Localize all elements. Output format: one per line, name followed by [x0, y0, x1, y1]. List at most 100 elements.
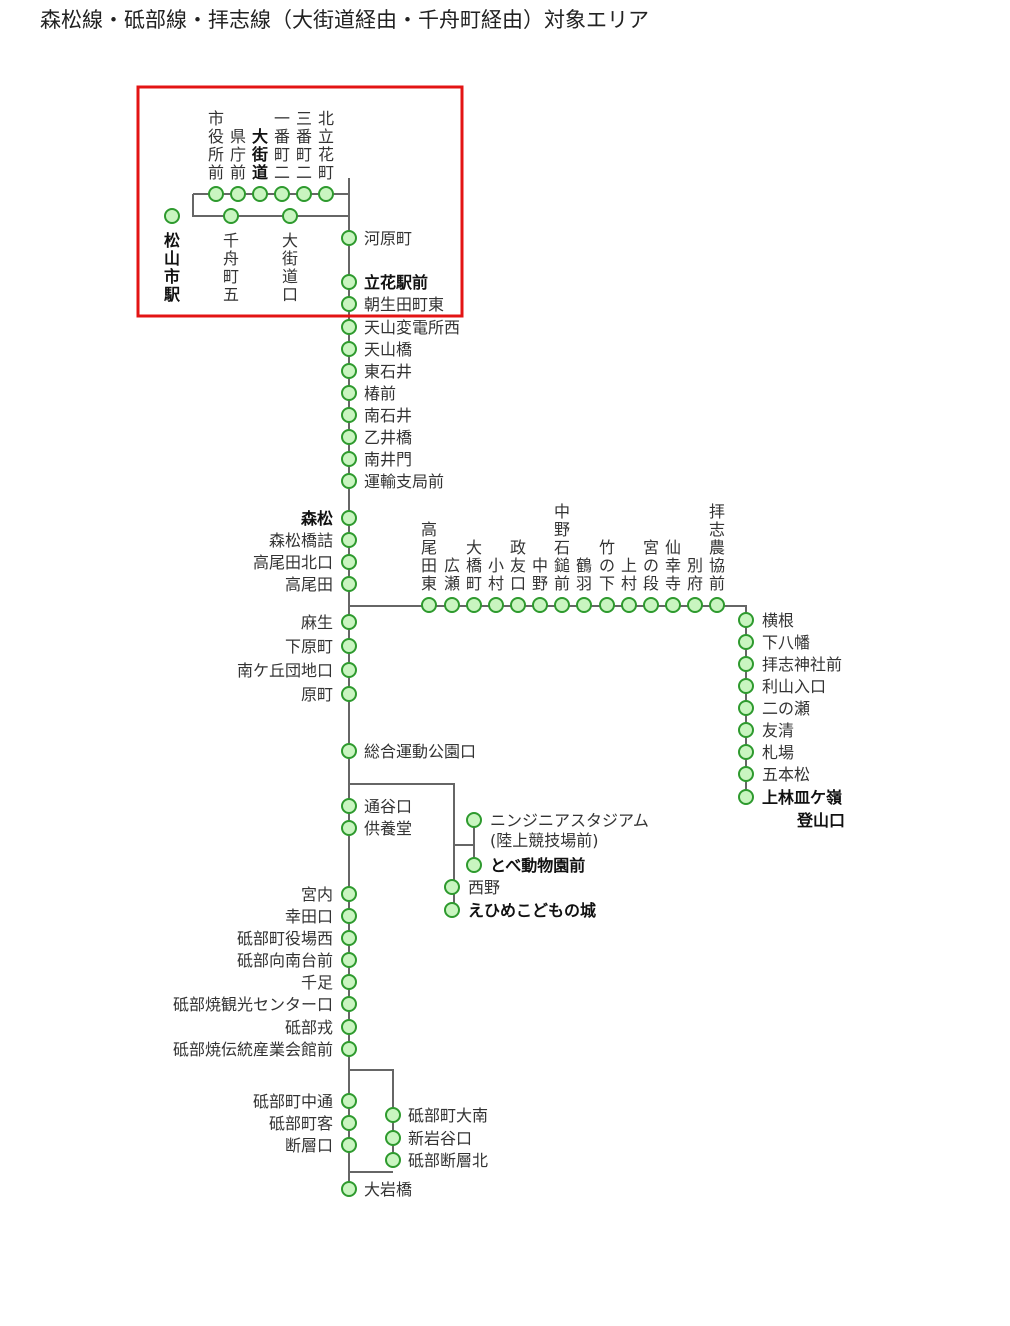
stop-marker-kamibayashi[interactable] [738, 789, 754, 805]
stop-marker-kuyodo[interactable] [341, 820, 357, 836]
stop-marker-komura[interactable] [488, 597, 504, 613]
stop-marker-tobekyaku[interactable] [341, 1115, 357, 1131]
stop-marker-ohashicho[interactable] [466, 597, 482, 613]
stop-marker-fudaba[interactable] [738, 744, 754, 760]
stop-label-char: 町 [296, 145, 312, 164]
stop-marker-tobeonan[interactable] [385, 1107, 401, 1123]
stop-marker-koudaguchi[interactable] [341, 908, 357, 924]
stop-marker-okaidoguchi[interactable] [282, 208, 298, 224]
stop-marker-ninose[interactable] [738, 700, 754, 716]
stop-label-char: 町 [274, 145, 290, 164]
stop-marker-asoudahigashi[interactable] [341, 296, 357, 312]
stop-marker-miyanodan[interactable] [643, 597, 659, 613]
stop-marker-ehimekodomo[interactable] [444, 902, 460, 918]
stop-marker-minamiishii[interactable] [341, 407, 357, 423]
stop-marker-sogoundo[interactable] [341, 743, 357, 759]
stop-label-char: 鎚 [554, 556, 570, 575]
stop-marker-shiyakusho[interactable] [208, 186, 224, 202]
stop-marker-yuse[interactable] [738, 722, 754, 738]
stop-marker-sanbancho2[interactable] [296, 186, 312, 202]
stop-marker-tobenakadori[interactable] [341, 1093, 357, 1109]
stop-label-char: 友 [510, 556, 526, 575]
stop-label-char: 拝 [709, 502, 725, 521]
stop-marker-tobehoko[interactable] [341, 1019, 357, 1035]
stop-marker-gohonmatsu[interactable] [738, 766, 754, 782]
stop-marker-tobedanso[interactable] [385, 1152, 401, 1168]
stop-marker-minamiimon[interactable] [341, 451, 357, 467]
stop-marker-kamimura[interactable] [621, 597, 637, 613]
stop-marker-asou[interactable] [341, 614, 357, 630]
stop-marker-seiyuguchi[interactable] [510, 597, 526, 613]
stop-marker-toyamairiguchi[interactable] [738, 678, 754, 694]
stop-marker-higashiishii[interactable] [341, 363, 357, 379]
stop-marker-senzoku[interactable] [341, 974, 357, 990]
stop-marker-hirose[interactable] [444, 597, 460, 613]
stop-marker-beppu[interactable] [687, 597, 703, 613]
stop-marker-kenchomae[interactable] [230, 186, 246, 202]
stop-marker-nakano[interactable] [532, 597, 548, 613]
stop-label-char: 町 [223, 267, 239, 286]
stop-marker-takaodahigashi[interactable] [421, 597, 437, 613]
stop-label-char: 広 [444, 556, 460, 575]
stop-marker-tenzanbashi[interactable] [341, 341, 357, 357]
stop-marker-takaoda[interactable] [341, 576, 357, 592]
stop-marker-okaido[interactable] [252, 186, 268, 202]
stop-marker-ningineer[interactable] [466, 812, 482, 828]
stop-marker-nishino[interactable] [444, 879, 460, 895]
stop-label-char: 役 [208, 127, 224, 146]
stop-marker-tobedento[interactable] [341, 1041, 357, 1057]
stop-marker-miyauchi[interactable] [341, 886, 357, 902]
stop-marker-yokone[interactable] [738, 612, 754, 628]
stop-marker-haramachi[interactable] [341, 686, 357, 702]
stop-marker-nakanoishizuchi[interactable] [554, 597, 570, 613]
stop-marker-haishijinja[interactable] [738, 656, 754, 672]
stop-label-tobehoko: 砥部戎 [285, 1018, 333, 1037]
stop-marker-shiniwaya[interactable] [385, 1130, 401, 1146]
stop-label-shimoyahata: 下八幡 [762, 633, 810, 652]
stop-marker-tsubakimae[interactable] [341, 385, 357, 401]
stop-marker-tachibanaeki[interactable] [341, 274, 357, 290]
stop-marker-tobemukai[interactable] [341, 952, 357, 968]
stop-marker-tobeyakuba[interactable] [341, 930, 357, 946]
stop-marker-chifunecho5[interactable] [223, 208, 239, 224]
stop-label-ningineer: ニンジニアスタジアム [490, 811, 649, 830]
stop-marker-tsuruba[interactable] [576, 597, 592, 613]
highlight-box [136, 85, 464, 318]
stop-marker-morimatsubashi[interactable] [341, 532, 357, 548]
stop-marker-morimatsu[interactable] [341, 510, 357, 526]
stop-marker-tobeyakikanko[interactable] [341, 996, 357, 1012]
stop-marker-oiwabashi[interactable] [341, 1181, 357, 1197]
stop-marker-dansoguchi[interactable] [341, 1137, 357, 1153]
stop-label-char: 志 [709, 520, 725, 539]
stop-label-char: 羽 [576, 574, 592, 593]
stop-marker-tobedobutsuen[interactable] [466, 857, 482, 873]
stop-marker-unyushikyoku[interactable] [341, 473, 357, 489]
stop-marker-kitatachibana[interactable] [318, 186, 334, 202]
stop-label-shiniwaya: 新岩谷口 [408, 1129, 472, 1148]
stop-label-gohonmatsu: 五本松 [762, 765, 810, 784]
stop-marker-kawaramachi[interactable] [341, 230, 357, 246]
stop-marker-senkoji[interactable] [665, 597, 681, 613]
stop-label-char: 寺 [665, 574, 681, 593]
stop-marker-shimoharamachi[interactable] [341, 638, 357, 654]
stop-label-ohashicho: 大橋町 [466, 538, 482, 593]
stop-label-minamigaoka: 南ケ丘団地口 [237, 661, 333, 680]
stop-marker-toridani[interactable] [341, 798, 357, 814]
stop-marker-tenzanhen[interactable] [341, 319, 357, 335]
stop-marker-ichibancho2[interactable] [274, 186, 290, 202]
stop-marker-otoibashi[interactable] [341, 429, 357, 445]
stop-marker-haishinokyo[interactable] [709, 597, 725, 613]
stop-label-tobedento: 砥部焼伝統産業会館前 [173, 1040, 333, 1059]
stop-label-char: 一 [274, 109, 290, 128]
stop-marker-minamigaoka[interactable] [341, 662, 357, 678]
stop-label-char: 市 [164, 267, 180, 286]
stop-marker-takaodakita[interactable] [341, 554, 357, 570]
stop-label-ninose: 二の瀬 [762, 699, 810, 718]
stop-marker-matsuyamashi[interactable] [164, 208, 180, 224]
stop-marker-shimoyahata[interactable] [738, 634, 754, 650]
stop-label-tobeonan: 砥部町大南 [408, 1106, 488, 1125]
stop-label-char: 前 [208, 163, 224, 182]
stop-marker-takenoshita[interactable] [599, 597, 615, 613]
